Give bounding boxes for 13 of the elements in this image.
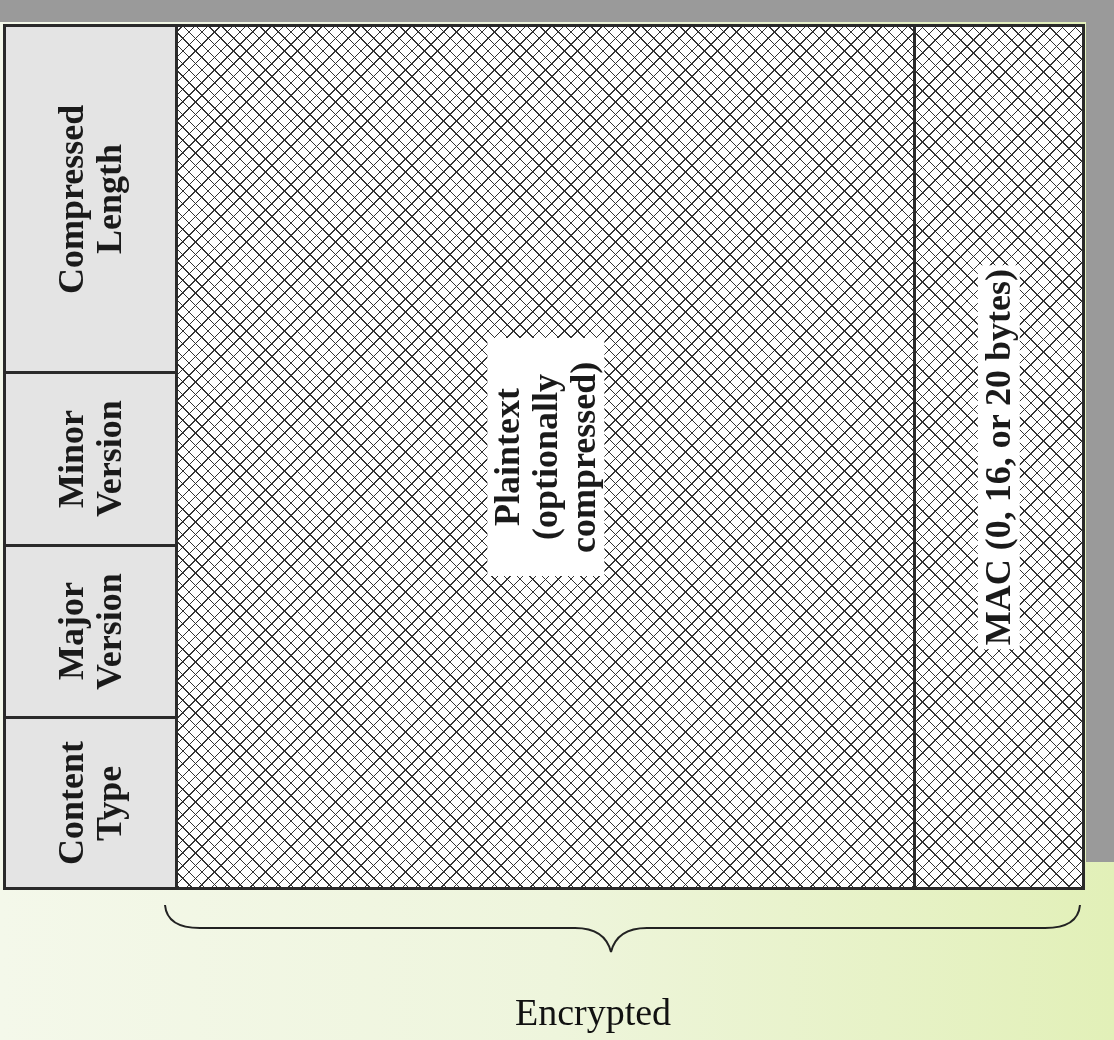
- field-cell: [3, 716, 178, 890]
- field-label: Compressed Length: [52, 103, 129, 296]
- field-cell: [3, 24, 178, 374]
- field-cell: [3, 371, 178, 547]
- field-label: MAC (0, 16, or 20 bytes): [978, 264, 1020, 650]
- field-cell: [3, 544, 178, 719]
- brace-label: Encrypted: [513, 990, 673, 1034]
- field-label: Minor Version: [52, 399, 129, 520]
- field-label: Plaintext (optionally compressed): [486, 338, 605, 576]
- hatched-field: [175, 24, 916, 890]
- field-label: Content Type: [52, 740, 129, 867]
- hatched-field: [913, 24, 1085, 890]
- field-label: Major Version: [52, 572, 129, 692]
